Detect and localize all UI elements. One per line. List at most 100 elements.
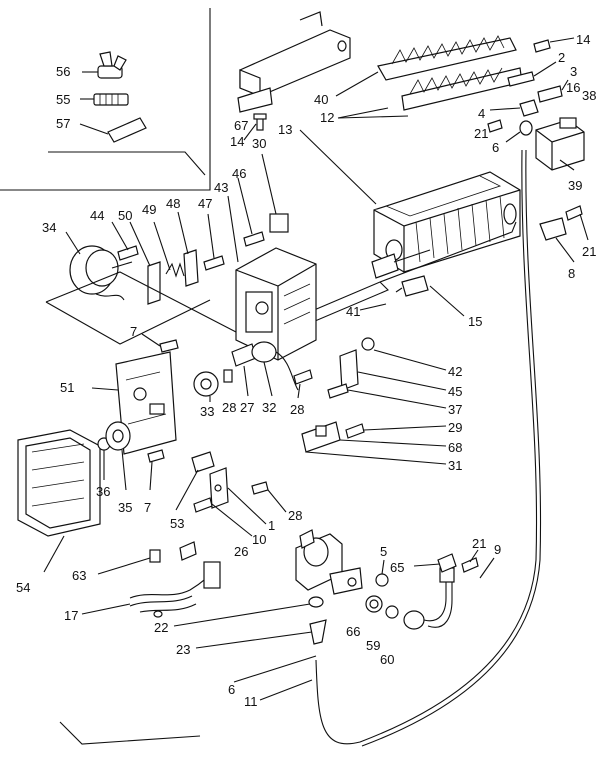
label-63: 63 [72, 568, 86, 583]
part-30-switch [261, 153, 289, 233]
leader-54 [43, 535, 65, 573]
label-21-top: 21 [474, 126, 488, 141]
label-26: 26 [234, 544, 248, 559]
part-26-grommet [179, 541, 197, 561]
label-30: 30 [252, 136, 266, 151]
label-53: 53 [170, 516, 184, 531]
label-23: 23 [176, 642, 190, 657]
label-13: 13 [278, 122, 292, 137]
part-21-screw-mid [565, 205, 589, 241]
leader-68 [339, 439, 447, 447]
part-44-screw [111, 221, 139, 261]
label-54: 54 [16, 580, 30, 595]
label-43: 43 [214, 180, 228, 195]
part-39-fill-cup [535, 117, 585, 171]
label-68: 68 [448, 440, 462, 455]
part-54-cover [17, 429, 101, 537]
part-34-motor [65, 231, 133, 301]
label-11: 11 [244, 694, 258, 709]
label-59: 59 [366, 638, 380, 653]
label-6-low: 6 [228, 682, 235, 697]
label-40: 40 [314, 92, 328, 107]
leader-6b [233, 655, 317, 683]
label-57: 57 [56, 116, 70, 131]
label-14-left: 14 [230, 134, 244, 149]
label-42: 42 [448, 364, 462, 379]
label-17: 17 [64, 608, 78, 623]
part-4-clip [489, 99, 539, 117]
label-34: 34 [42, 220, 56, 235]
part-49-spring [153, 221, 185, 278]
part-22-washer [173, 596, 324, 627]
label-37: 37 [448, 402, 462, 417]
label-16: 16 [566, 80, 580, 95]
label-8: 8 [568, 266, 575, 281]
part-33-gear [193, 371, 219, 402]
part-17-wire-harness [81, 561, 221, 618]
part-57-tube-insert [79, 117, 147, 143]
part-28-pin-b [293, 369, 313, 399]
label-22: 22 [154, 620, 168, 635]
label-7-lower: 7 [144, 500, 151, 515]
label-65: 65 [390, 560, 404, 575]
part-15-thermostat [371, 249, 431, 297]
label-1: 1 [268, 518, 275, 533]
part-3-pin [537, 79, 569, 103]
label-45: 45 [448, 384, 462, 399]
label-55: 55 [56, 92, 70, 107]
label-3: 3 [570, 64, 577, 79]
label-38: 38 [582, 88, 596, 103]
label-50: 50 [118, 208, 132, 223]
part-10-screw [193, 497, 253, 537]
part-53-fitting [175, 451, 215, 511]
part-6-fitting-top [505, 120, 533, 143]
part-2-screw [507, 61, 557, 87]
leader-15 [429, 285, 465, 317]
part-50-bracket [129, 221, 161, 305]
part-21-screw-low [461, 549, 479, 573]
part-45-bracket [339, 349, 447, 391]
part-11-water-tube-wall [361, 149, 542, 747]
part-66-nut [365, 595, 383, 613]
part-68-switch [301, 421, 341, 453]
label-44: 44 [90, 208, 104, 223]
label-31: 31 [448, 458, 462, 473]
label-4: 4 [478, 106, 485, 121]
part-7-screw-lower [147, 449, 165, 491]
label-7-upper: 7 [130, 324, 137, 339]
leader-12a [337, 115, 409, 119]
label-14-right: 14 [576, 32, 590, 47]
label-67: 67 [234, 118, 248, 133]
part-40-ejector-comb [377, 35, 523, 111]
callout-labels: 56 55 57 67 14 14 30 40 12 13 2 3 16 38 … [16, 32, 596, 709]
part-60-inlet [403, 567, 455, 630]
label-29: 29 [448, 420, 462, 435]
label-56: 56 [56, 64, 70, 79]
label-9: 9 [494, 542, 501, 557]
label-10: 10 [252, 532, 266, 547]
corner-mark [59, 721, 201, 745]
label-28-c: 28 [288, 508, 302, 523]
part-5-nut [375, 559, 389, 587]
part-28-pin-a [223, 369, 233, 383]
part-23-fitting [195, 619, 327, 649]
part-35-gear [105, 421, 131, 491]
label-6-top: 6 [492, 140, 499, 155]
leader-9 [479, 557, 495, 579]
leader-41 [359, 303, 387, 311]
label-32: 32 [262, 400, 276, 415]
part-63-connector [97, 549, 161, 575]
label-27: 27 [240, 400, 254, 415]
leader-43 [227, 195, 239, 263]
label-21-low: 21 [472, 536, 486, 551]
label-36: 36 [96, 484, 110, 499]
label-28-a: 28 [222, 400, 236, 415]
part-8-clamp [539, 217, 575, 263]
part-7-screw-upper [141, 333, 179, 353]
part-1-bracket [209, 467, 267, 525]
part-56-fitting [82, 51, 127, 79]
label-21-mid: 21 [582, 244, 596, 259]
label-12: 12 [320, 110, 334, 125]
